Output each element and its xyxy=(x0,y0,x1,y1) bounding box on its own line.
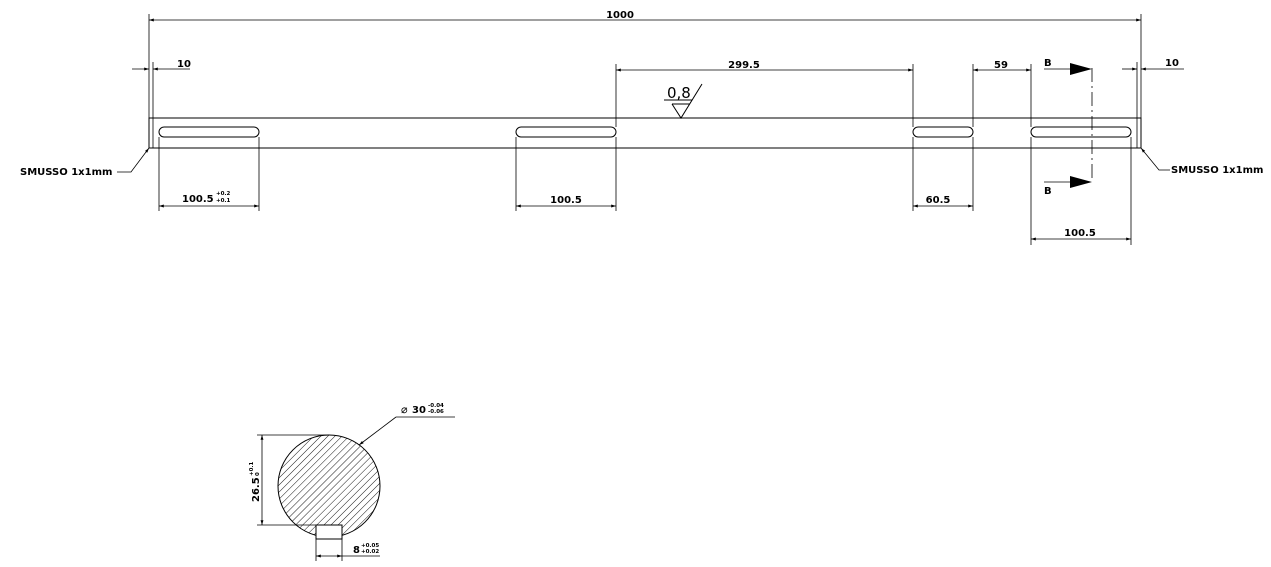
left-offset-label: 10 xyxy=(177,59,191,70)
dim-left-offset: 10 xyxy=(132,59,191,118)
svg-text:+0.2: +0.2 xyxy=(216,191,231,197)
svg-text:SMUSSO 1x1mm: SMUSSO 1x1mm xyxy=(1171,165,1263,176)
slot-3 xyxy=(912,126,974,138)
slot-spacing-label: 299.5 xyxy=(728,60,760,71)
roughness-label: 0,8 xyxy=(667,84,691,102)
svg-text:60.5: 60.5 xyxy=(926,195,951,206)
svg-text:100.5: 100.5 xyxy=(550,195,582,206)
cross-section: ⌀ 30 -0.04 -0.06 26.5 +0.1 0 8 +0.05 +0.… xyxy=(249,403,455,561)
keyway-notch xyxy=(315,524,343,540)
svg-text:0: 0 xyxy=(255,472,261,476)
overall-length-label: 1000 xyxy=(606,10,634,21)
svg-text:-0.04: -0.04 xyxy=(428,403,444,409)
slot-2 xyxy=(515,126,617,138)
dim-slot2-length: 100.5 xyxy=(515,137,617,211)
section-outline xyxy=(277,434,381,538)
svg-text:26.5: 26.5 xyxy=(251,477,262,502)
svg-text:SMUSSO 1x1mm: SMUSSO 1x1mm xyxy=(20,167,112,178)
dim-slot1-length: 100.5 +0.2 +0.1 xyxy=(158,137,260,211)
keyway-slots xyxy=(158,126,1132,138)
svg-text:+0.1: +0.1 xyxy=(249,461,255,476)
dim-slot3-length: 60.5 xyxy=(912,137,974,211)
right-offset-label: 10 xyxy=(1165,58,1179,69)
svg-text:100.5: 100.5 xyxy=(182,194,214,205)
svg-text:100.5: 100.5 xyxy=(1064,228,1096,239)
chamfer-note-right: SMUSSO 1x1mm xyxy=(1140,147,1263,176)
slot-4 xyxy=(1030,126,1132,138)
svg-text:+0.05: +0.05 xyxy=(361,543,379,549)
slot-gap-label: 59 xyxy=(994,60,1008,71)
dim-slot-spacing: 299.5 xyxy=(615,60,914,127)
dim-right-offset: 10 xyxy=(1122,58,1184,118)
shaft-body xyxy=(148,117,1142,149)
svg-text:⌀: ⌀ xyxy=(401,403,408,416)
section-cut-marker: B B xyxy=(1044,58,1093,197)
dim-slot-gap: 59 xyxy=(972,60,1032,127)
svg-text:+0.02: +0.02 xyxy=(361,549,379,555)
svg-text:-0.06: -0.06 xyxy=(428,409,444,415)
dim-overall-length: 1000 xyxy=(148,10,1142,118)
svg-text:+0.1: +0.1 xyxy=(216,198,231,204)
chamfer-note-left: SMUSSO 1x1mm xyxy=(20,147,150,178)
slot-1 xyxy=(158,126,260,138)
svg-text:8: 8 xyxy=(353,545,360,556)
section-letter-top: B xyxy=(1044,58,1052,69)
dim-slot4-length: 100.5 xyxy=(1030,137,1132,245)
svg-text:30: 30 xyxy=(412,405,426,416)
roughness-symbol: 0,8 xyxy=(664,83,703,119)
section-letter-bottom: B xyxy=(1044,186,1052,197)
